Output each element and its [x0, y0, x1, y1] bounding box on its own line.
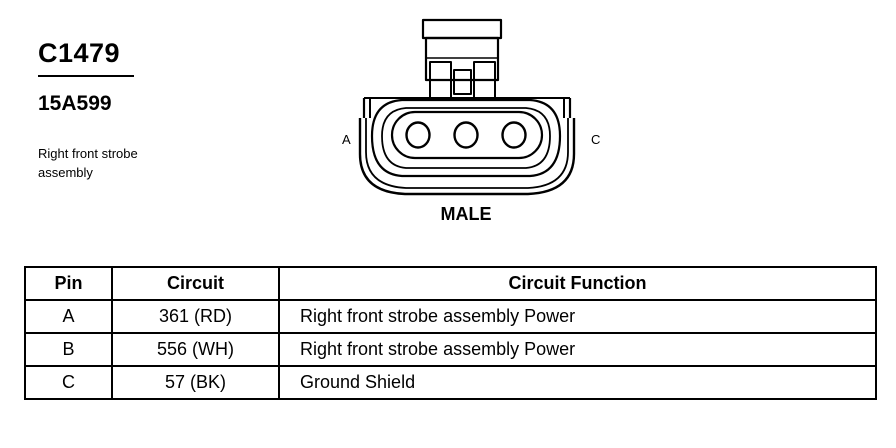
pinout-table: Pin Circuit Circuit Function A 361 (RD) …	[24, 266, 877, 400]
circuit-cell: 57 (BK)	[111, 365, 280, 400]
connector-face-diagram	[358, 18, 576, 196]
header-circuit-function: Circuit Function	[278, 266, 877, 301]
connector-id-underline	[38, 75, 134, 77]
pin-c-cavity	[501, 121, 527, 149]
part-number: 15A599	[38, 92, 112, 115]
connector-gender-label: MALE	[440, 204, 492, 224]
latch-outer	[421, 18, 503, 40]
pin-face	[390, 110, 544, 160]
pin-b-cavity	[453, 121, 479, 149]
pin-label-a: A	[342, 132, 351, 147]
table-row: A 361 (RD) Right front strobe assembly P…	[24, 299, 877, 334]
function-cell: Ground Shield	[278, 365, 877, 400]
shroud-outer	[358, 118, 576, 196]
table-row: C 57 (BK) Ground Shield	[24, 365, 877, 400]
pin-cell: B	[24, 332, 113, 367]
housing-inner	[370, 98, 562, 178]
pin-cell: C	[24, 365, 113, 400]
header-circuit: Circuit	[111, 266, 280, 301]
pin-cell: A	[24, 299, 113, 334]
header-pin: Pin	[24, 266, 113, 301]
latch-center-slot	[453, 69, 472, 95]
pin-a-cavity	[405, 121, 431, 149]
circuit-cell: 556 (WH)	[111, 332, 280, 367]
function-cell: Right front strobe assembly Power	[278, 332, 877, 367]
latch-upper-body	[424, 36, 500, 82]
circuit-cell: 361 (RD)	[111, 299, 280, 334]
connector-description: Right front strobe assembly	[38, 146, 138, 180]
table-header-row: Pin Circuit Circuit Function	[24, 266, 877, 301]
function-cell: Right front strobe assembly Power	[278, 299, 877, 334]
table-row: B 556 (WH) Right front strobe assembly P…	[24, 332, 877, 367]
pin-label-c: C	[591, 132, 601, 147]
connector-id: C1479	[38, 38, 121, 68]
